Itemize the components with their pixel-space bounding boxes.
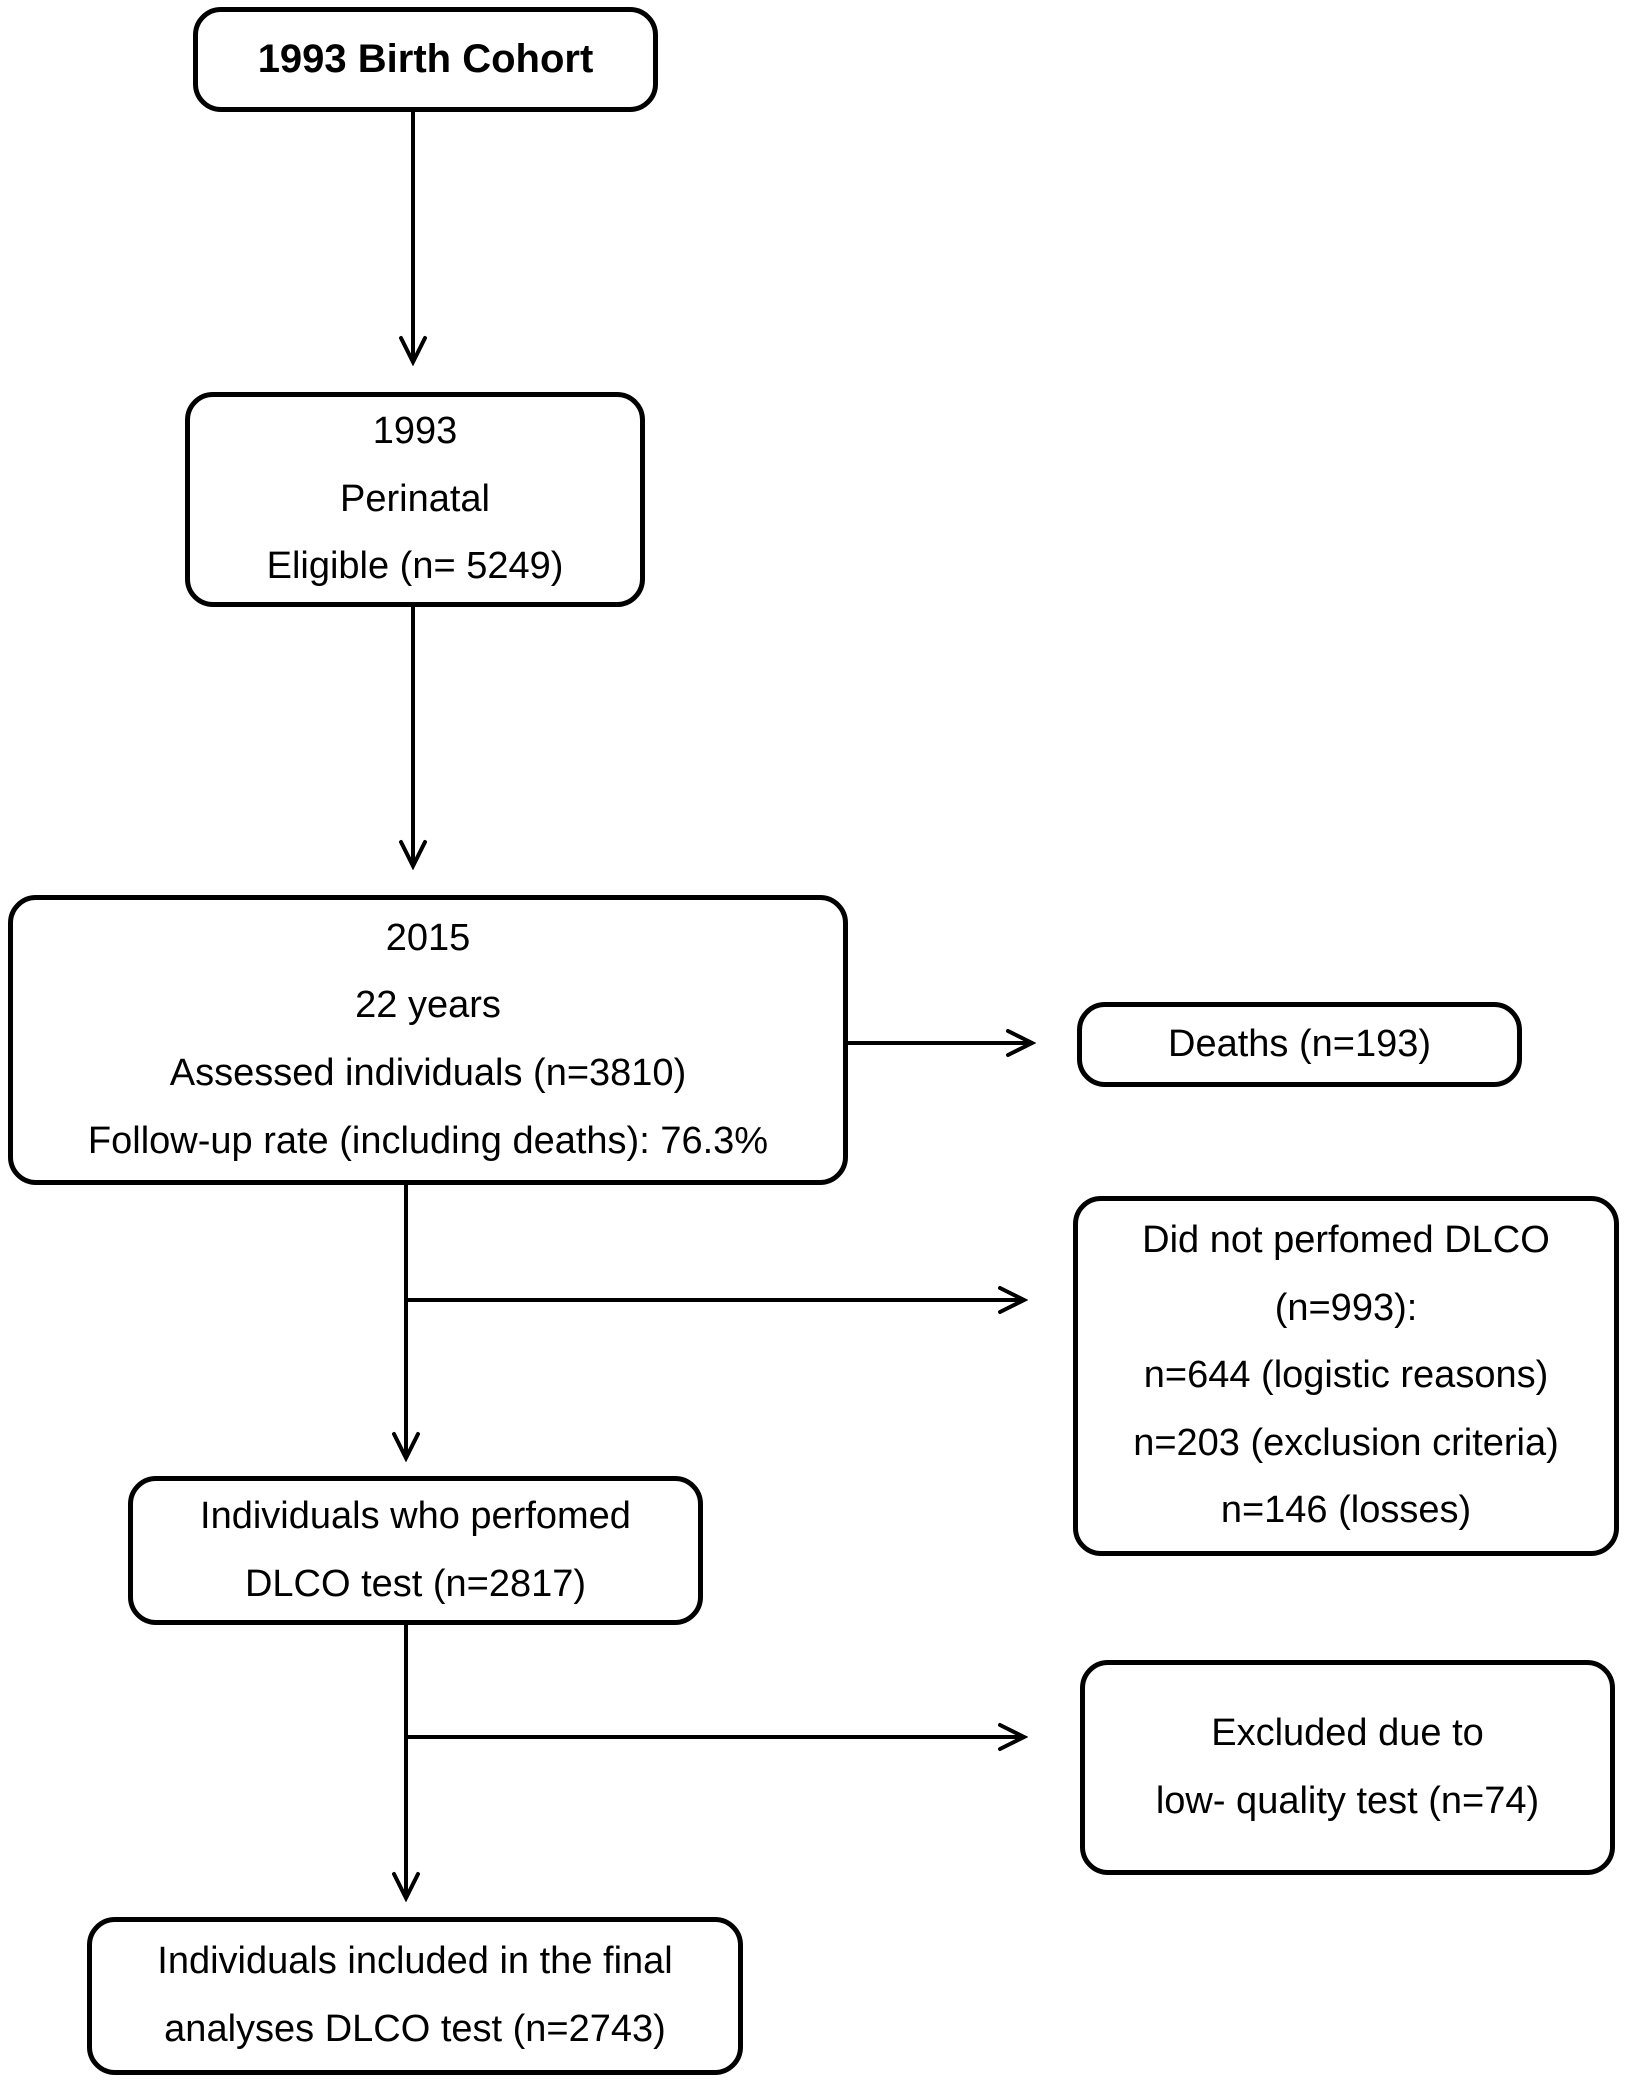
node-perinatal-eligible: 1993 Perinatal Eligible (n= 5249) xyxy=(185,392,645,607)
node-final-line: Individuals included in the final xyxy=(157,1940,673,1983)
node-excluded-line: low- quality test (n=74) xyxy=(1155,1779,1540,1822)
node-2015-assessed: 2015 22 years Assessed individuals (n=38… xyxy=(8,895,848,1185)
node-performed-line: Individuals who perfomed xyxy=(200,1494,631,1537)
node-assessed-line: Assessed individuals (n=3810) xyxy=(169,1052,687,1094)
node-deaths-label: Deaths (n=193) xyxy=(1168,1022,1431,1065)
node-no-dlco-line: n=146 (losses) xyxy=(1220,1489,1472,1532)
node-assessed-line: 2015 xyxy=(385,916,471,959)
node-performed-dlco: Individuals who perfomed DLCO test (n=28… xyxy=(128,1476,703,1625)
node-assessed-line: Follow-up rate (including deaths): 76.3% xyxy=(87,1119,769,1162)
node-birth-cohort-label: 1993 Birth Cohort xyxy=(257,36,594,81)
node-no-dlco: Did not perfomed DLCO (n=993): n=644 (lo… xyxy=(1073,1196,1619,1556)
node-perinatal-line: 1993 xyxy=(372,410,458,453)
node-final-line: analyses DLCO test (n=2743) xyxy=(164,2008,666,2050)
node-perinatal-line: Eligible (n= 5249) xyxy=(266,545,564,588)
node-no-dlco-line: Did not perfomed DLCO xyxy=(1142,1218,1550,1261)
node-performed-line: DLCO test (n=2817) xyxy=(244,1562,587,1605)
node-no-dlco-line: (n=993): xyxy=(1274,1286,1418,1329)
node-excluded-low-quality: Excluded due to low- quality test (n=74) xyxy=(1080,1660,1615,1875)
node-birth-cohort: 1993 Birth Cohort xyxy=(193,7,658,112)
node-no-dlco-line: n=644 (logistic reasons) xyxy=(1143,1354,1549,1397)
node-deaths: Deaths (n=193) xyxy=(1077,1002,1522,1087)
node-perinatal-line: Perinatal xyxy=(340,477,490,520)
node-no-dlco-line: n=203 (exclusion criteria) xyxy=(1133,1421,1559,1464)
node-excluded-line: Excluded due to xyxy=(1211,1711,1484,1754)
node-assessed-line: 22 years xyxy=(355,984,501,1027)
node-final-analyses: Individuals included in the final analys… xyxy=(87,1917,743,2075)
